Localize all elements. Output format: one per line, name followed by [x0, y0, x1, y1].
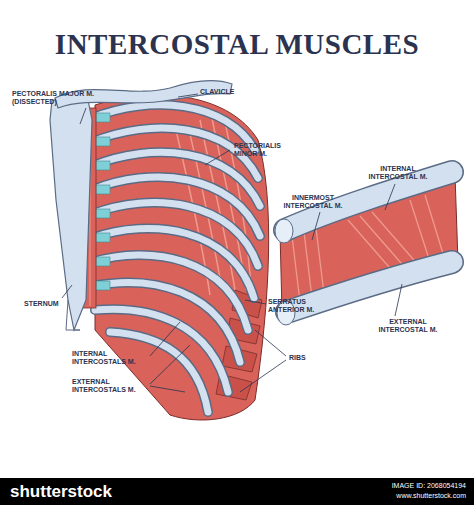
muscle-label: PECTORIALIS MINOR M. [234, 142, 294, 158]
bone-label: CLAVICLE [200, 88, 260, 96]
muscle-label: EXTERNAL INTERCOSTAL M. [372, 318, 444, 334]
diagram-title: INTERCOSTAL MUSCLES [0, 28, 474, 61]
watermark-id: IMAGE ID: 2068054194 [300, 482, 466, 490]
bone-label: RIBS [289, 354, 329, 362]
watermark-url: www.shutterstock.com [300, 492, 466, 500]
watermark-logo: shutterstock [10, 483, 150, 501]
muscle-label: INNERMOST INTERCOSTAL M. [283, 194, 343, 210]
muscle-label: EXTERNAL INTERCOSTALS M. [72, 378, 150, 394]
muscle-label: INTERNAL INTERCOSTALS M. [72, 350, 150, 366]
bone-label: STERNUM [24, 300, 74, 308]
ribcage-illustration [0, 0, 474, 478]
muscle-label: SERRATUS ANTERIOR M. [268, 298, 328, 314]
muscle-label: PECTORALIS MAJOR M. (DISSECTED) [12, 90, 102, 106]
muscle-label: INTERNAL INTERCOSTAL M. [362, 165, 434, 181]
